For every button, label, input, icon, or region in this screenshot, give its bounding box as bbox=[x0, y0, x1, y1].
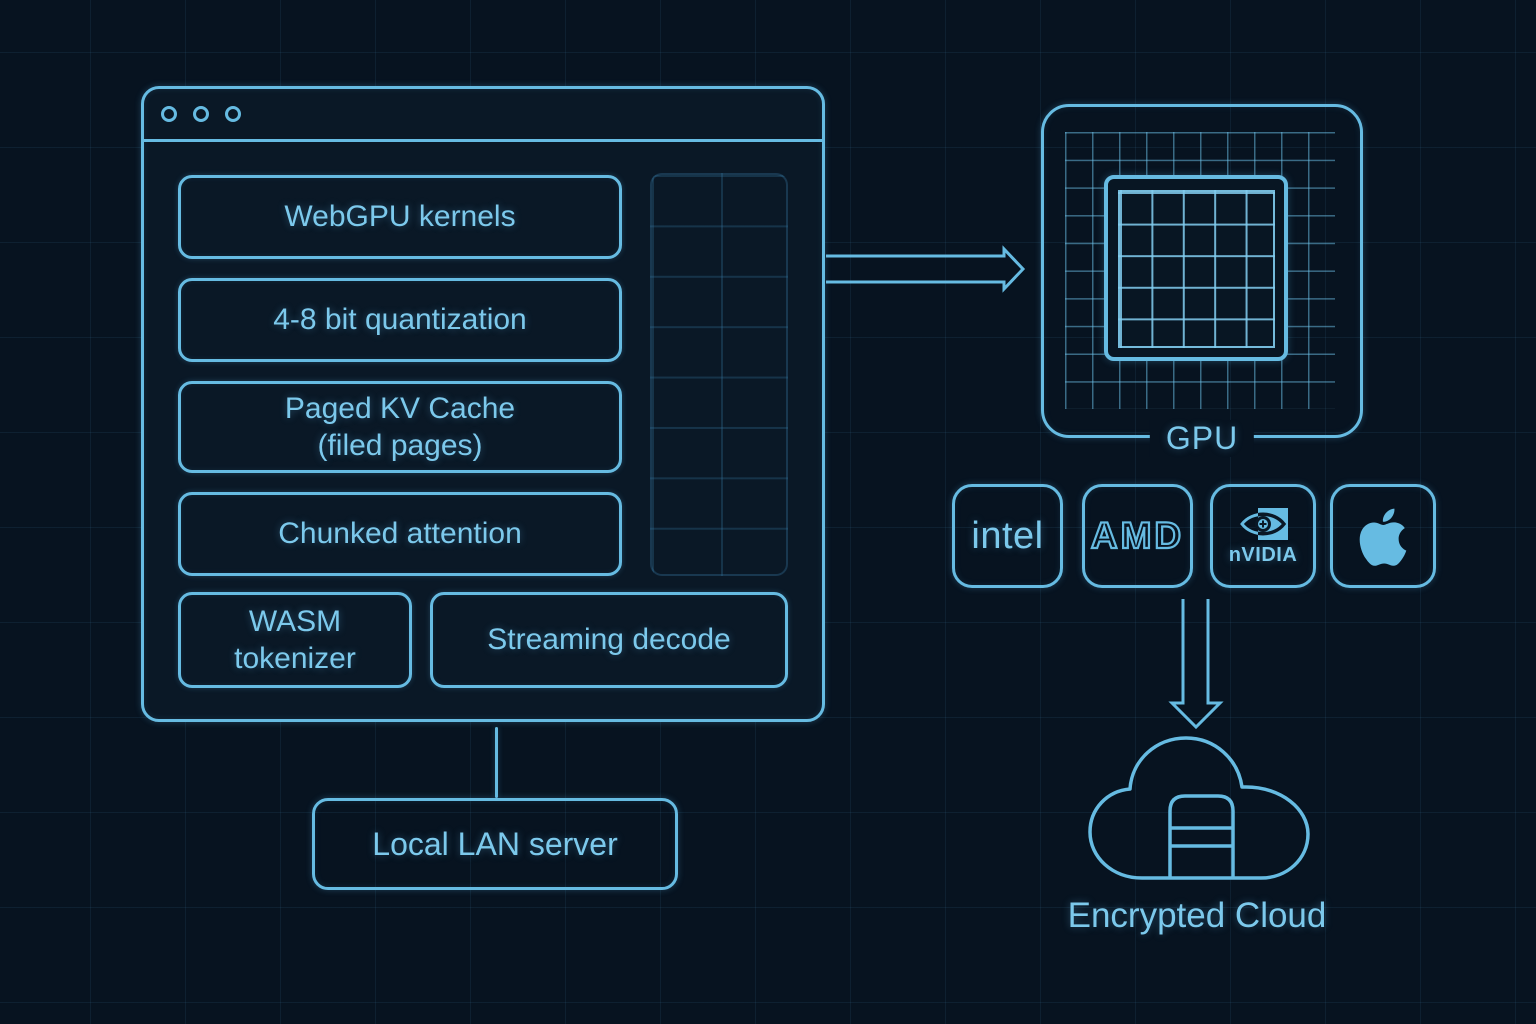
vendor-box-intel: intel bbox=[952, 484, 1063, 588]
local-lan-server-box: Local LAN server bbox=[312, 798, 678, 890]
vendor-box-amd: AMD bbox=[1082, 484, 1193, 588]
feature-label: Chunked attention bbox=[278, 517, 522, 551]
background-grid-panel bbox=[650, 173, 788, 576]
window-to-lan-connector bbox=[495, 727, 498, 798]
feature-sublabel: (filed pages) bbox=[317, 429, 483, 462]
apple-logo bbox=[1359, 508, 1407, 566]
nvidia-eye-icon bbox=[1239, 507, 1288, 540]
feature-label: Streaming decode bbox=[487, 623, 731, 657]
gpu-chip-core-grid bbox=[1118, 190, 1275, 348]
gpu-box: GPU bbox=[1041, 104, 1363, 457]
window-control-dot bbox=[225, 106, 241, 122]
cloud-outline bbox=[1088, 736, 1310, 880]
lan-label: Local LAN server bbox=[372, 825, 618, 862]
down-arrow-icon bbox=[1168, 599, 1224, 730]
browser-window: WebGPU kernels 4-8 bit quantization Page… bbox=[141, 86, 825, 722]
nvidia-logo: nVIDIA bbox=[1228, 543, 1298, 566]
amd-logo: AMD bbox=[1090, 514, 1185, 557]
feature-box-paged-kv-cache: Paged KV Cache (filed pages) bbox=[178, 381, 622, 473]
feature-label: 4-8 bit quantization bbox=[273, 303, 527, 337]
feature-label: WebGPU kernels bbox=[284, 200, 516, 234]
feature-box-wasm-tokenizer: WASM tokenizer bbox=[178, 592, 412, 688]
intel-logo: intel bbox=[971, 514, 1044, 557]
encrypted-cloud-icon bbox=[1088, 736, 1310, 880]
window-control-dot bbox=[193, 106, 209, 122]
browser-titlebar bbox=[144, 89, 822, 142]
feature-sublabel: tokenizer bbox=[234, 642, 356, 675]
vendor-box-nvidia: nVIDIA bbox=[1210, 484, 1316, 588]
gpu-chip-icon bbox=[1104, 175, 1288, 361]
gpu-label: GPU bbox=[1149, 420, 1255, 457]
feature-box-chunked-attention: Chunked attention bbox=[178, 492, 622, 576]
encrypted-cloud-label: Encrypted Cloud bbox=[1067, 896, 1327, 935]
window-control-dot bbox=[161, 106, 177, 122]
server-icon bbox=[1168, 794, 1235, 879]
feature-box-quantization: 4-8 bit quantization bbox=[178, 278, 622, 362]
feature-label: WASM bbox=[248, 604, 342, 638]
feature-box-streaming-decode: Streaming decode bbox=[430, 592, 788, 688]
vendor-box-apple bbox=[1330, 484, 1436, 588]
feature-label: Paged KV Cache bbox=[284, 391, 516, 425]
feature-box-webgpu-kernels: WebGPU kernels bbox=[178, 175, 622, 259]
right-arrow-icon bbox=[826, 245, 1026, 293]
